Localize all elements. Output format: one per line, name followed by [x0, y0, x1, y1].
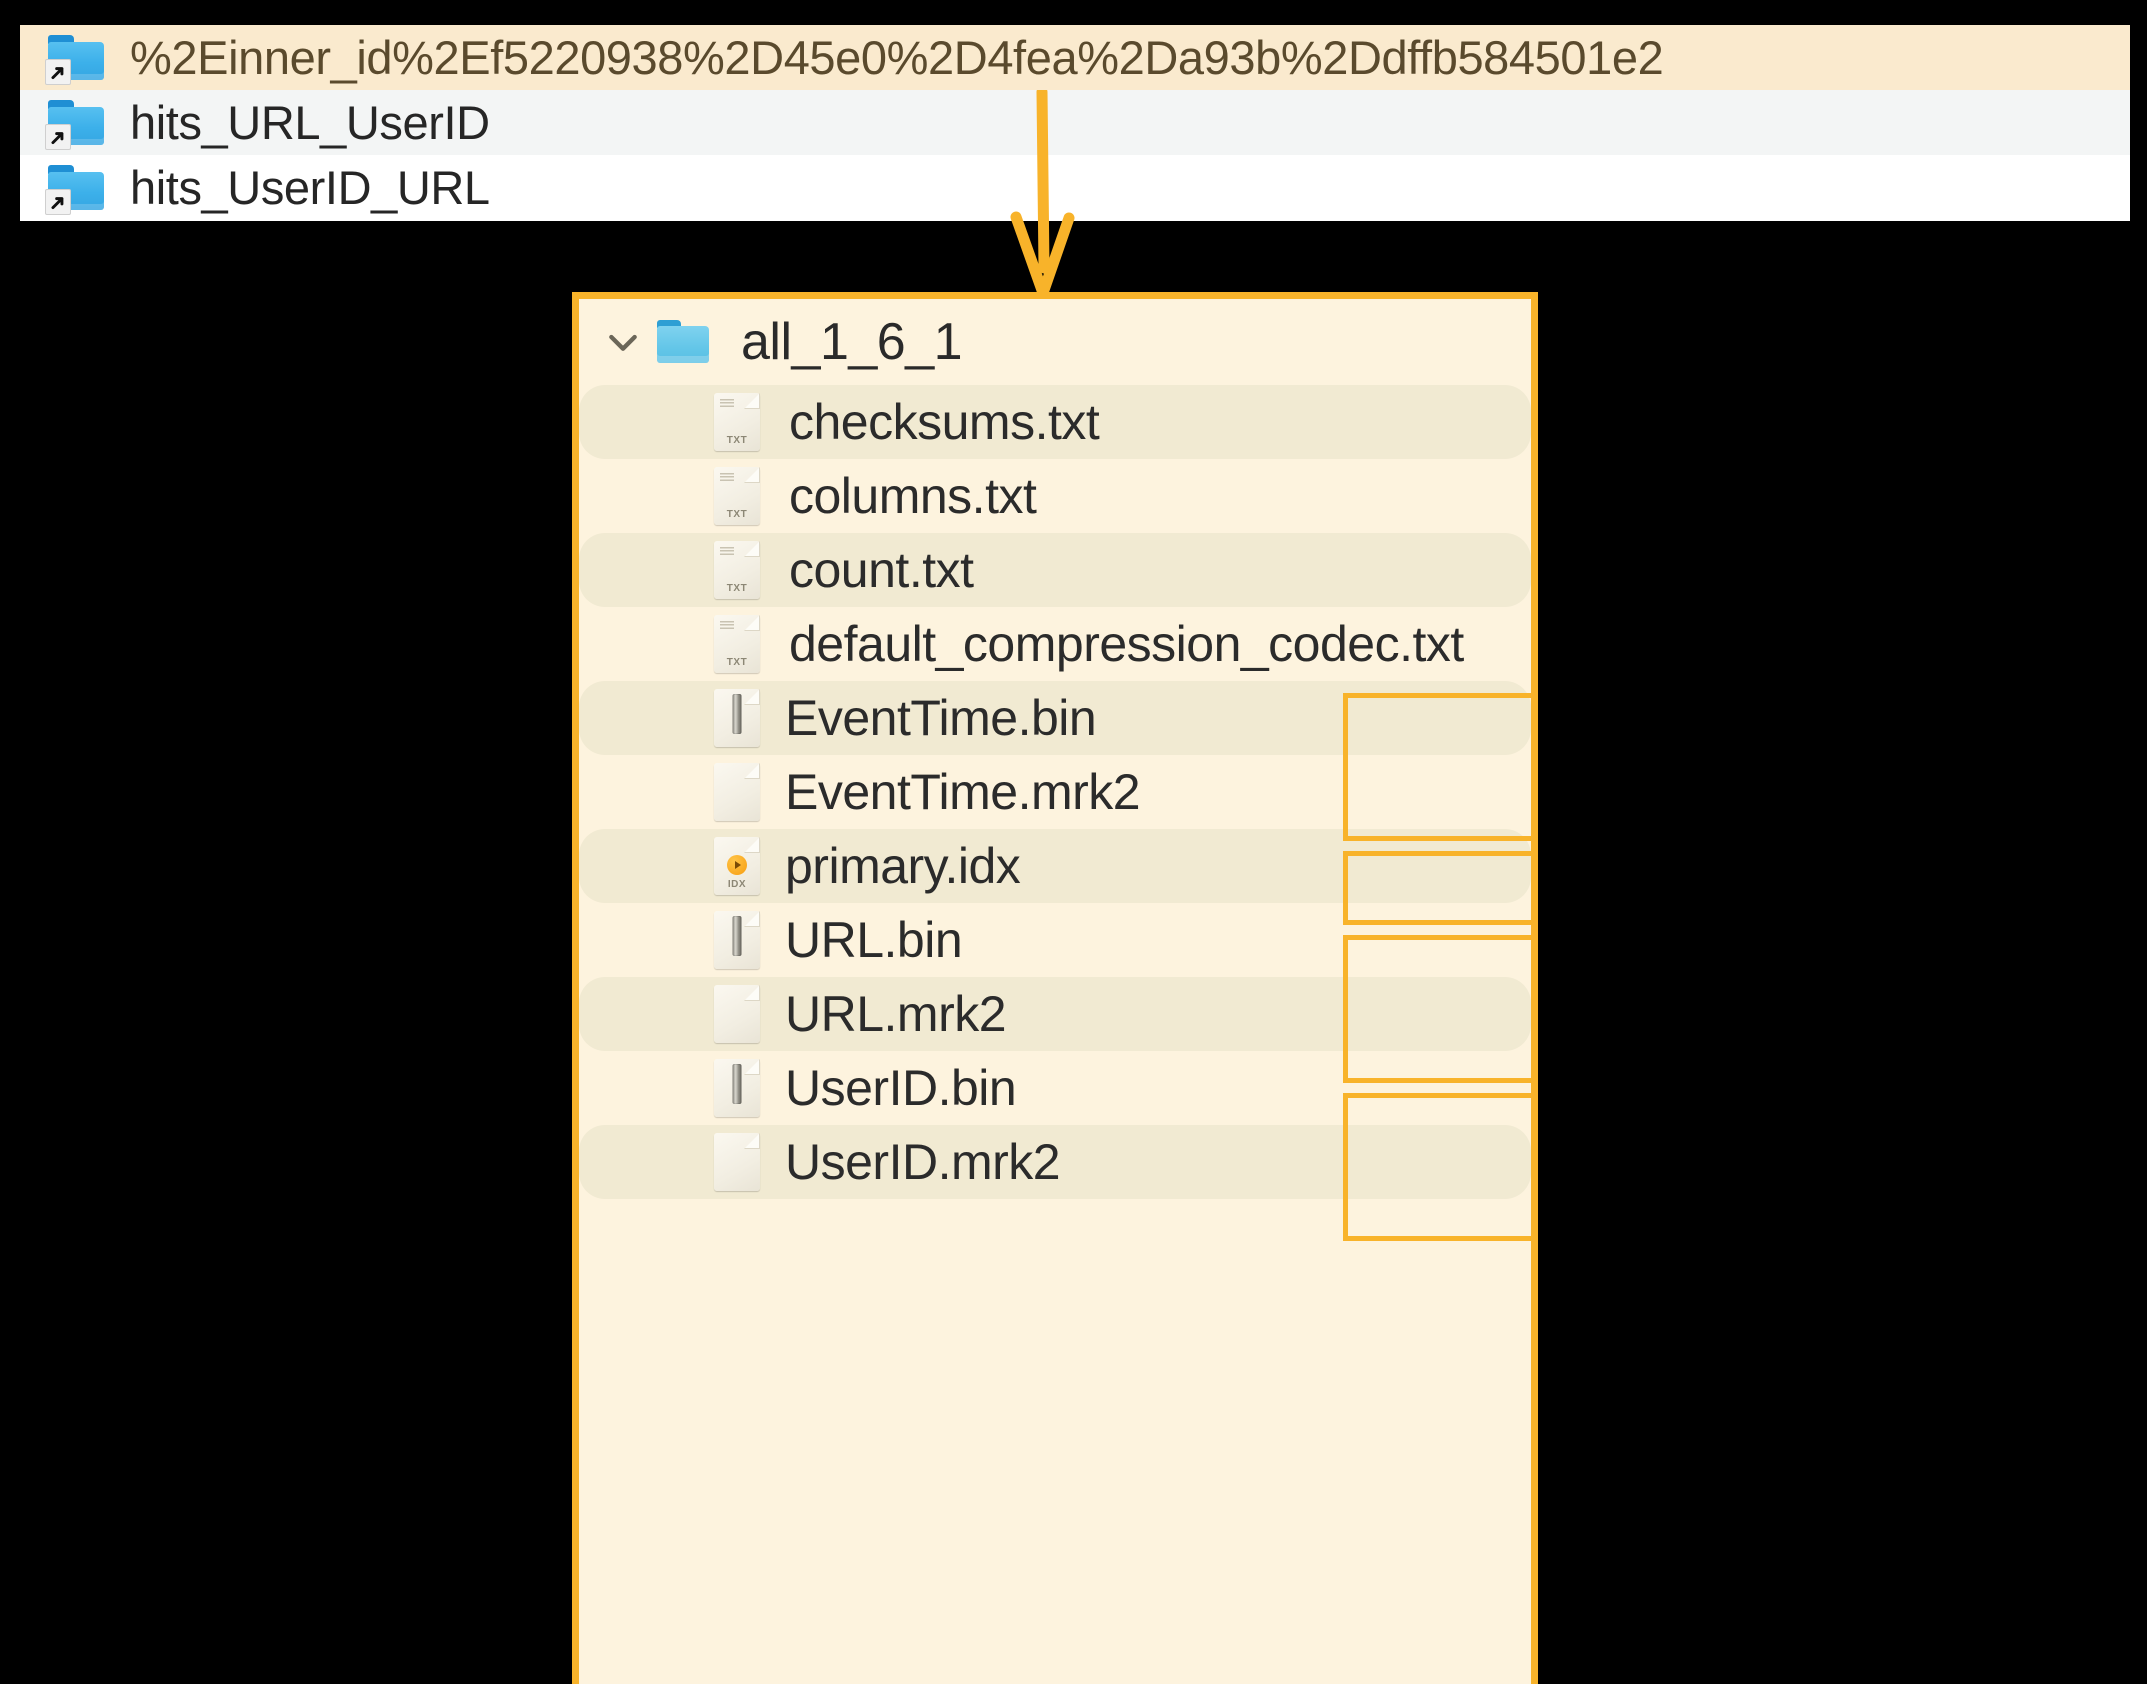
file-row[interactable]: TXT checksums.txt: [579, 385, 1531, 459]
folder-symlink-icon: [45, 164, 106, 215]
file-row[interactable]: TXT default_compression_codec.txt: [579, 607, 1531, 681]
file-label: UserID.mrk2: [785, 1134, 1061, 1190]
bin-file-icon: [707, 1059, 767, 1117]
file-row[interactable]: EventTime.mrk2: [579, 755, 1531, 829]
file-row[interactable]: TXT columns.txt: [579, 459, 1531, 533]
blank-file-icon: [707, 1133, 767, 1191]
txt-file-icon: TXT: [707, 615, 767, 673]
file-row[interactable]: TXT count.txt: [579, 533, 1531, 607]
file-label: count.txt: [789, 542, 974, 598]
file-row[interactable]: EventTime.bin: [579, 681, 1531, 755]
file-row[interactable]: URL.bin: [579, 903, 1531, 977]
blank-file-icon: [707, 763, 767, 821]
file-label: columns.txt: [789, 468, 1037, 524]
list-item[interactable]: hits_URL_UserID: [20, 90, 2130, 155]
txt-file-icon: TXT: [707, 393, 767, 451]
tree-node-all_1_6_1[interactable]: all_1_6_1: [579, 299, 1531, 385]
folder-icon: [657, 320, 711, 364]
folder-symlink-icon: [45, 34, 106, 85]
symlink-folder-list-panel: %2Einner_id%2Ef5220938%2D45e0%2D4fea%2Da…: [20, 25, 2130, 221]
file-row[interactable]: UserID.mrk2: [579, 1125, 1531, 1199]
file-row[interactable]: URL.mrk2: [579, 977, 1531, 1051]
folder-symlink-icon: [45, 99, 106, 150]
list-item-label: hits_UserID_URL: [130, 161, 490, 214]
file-label: checksums.txt: [789, 394, 1100, 450]
file-label: UserID.bin: [785, 1060, 1017, 1116]
txt-file-icon: TXT: [707, 467, 767, 525]
file-row[interactable]: IDX primary.idx: [579, 829, 1531, 903]
file-label: EventTime.mrk2: [785, 764, 1141, 820]
bin-file-icon: [707, 689, 767, 747]
file-tree: all_1_6_1 TXT checksums.txt TXT columns.…: [579, 299, 1531, 1199]
list-item[interactable]: %2Einner_id%2Ef5220938%2D45e0%2D4fea%2Da…: [20, 25, 2130, 90]
list-item-label: hits_URL_UserID: [130, 96, 490, 149]
blank-file-icon: [707, 985, 767, 1043]
list-item-label: %2Einner_id%2Ef5220938%2D45e0%2D4fea%2Da…: [130, 31, 1664, 84]
folder-label: all_1_6_1: [741, 313, 963, 371]
file-label: default_compression_codec.txt: [789, 616, 1464, 672]
file-label: primary.idx: [785, 838, 1021, 894]
down-arrow-icon: [1010, 90, 1075, 299]
file-label: EventTime.bin: [785, 690, 1097, 746]
part-directory-tree-panel: all_1_6_1 TXT checksums.txt TXT columns.…: [572, 292, 1538, 1684]
file-row[interactable]: UserID.bin: [579, 1051, 1531, 1125]
idx-file-icon: IDX: [707, 837, 767, 895]
file-label: URL.mrk2: [785, 986, 1007, 1042]
bin-file-icon: [707, 911, 767, 969]
txt-file-icon: TXT: [707, 541, 767, 599]
file-label: URL.bin: [785, 912, 963, 968]
chevron-down-icon[interactable]: [597, 322, 649, 362]
list-item[interactable]: hits_UserID_URL: [20, 155, 2130, 220]
